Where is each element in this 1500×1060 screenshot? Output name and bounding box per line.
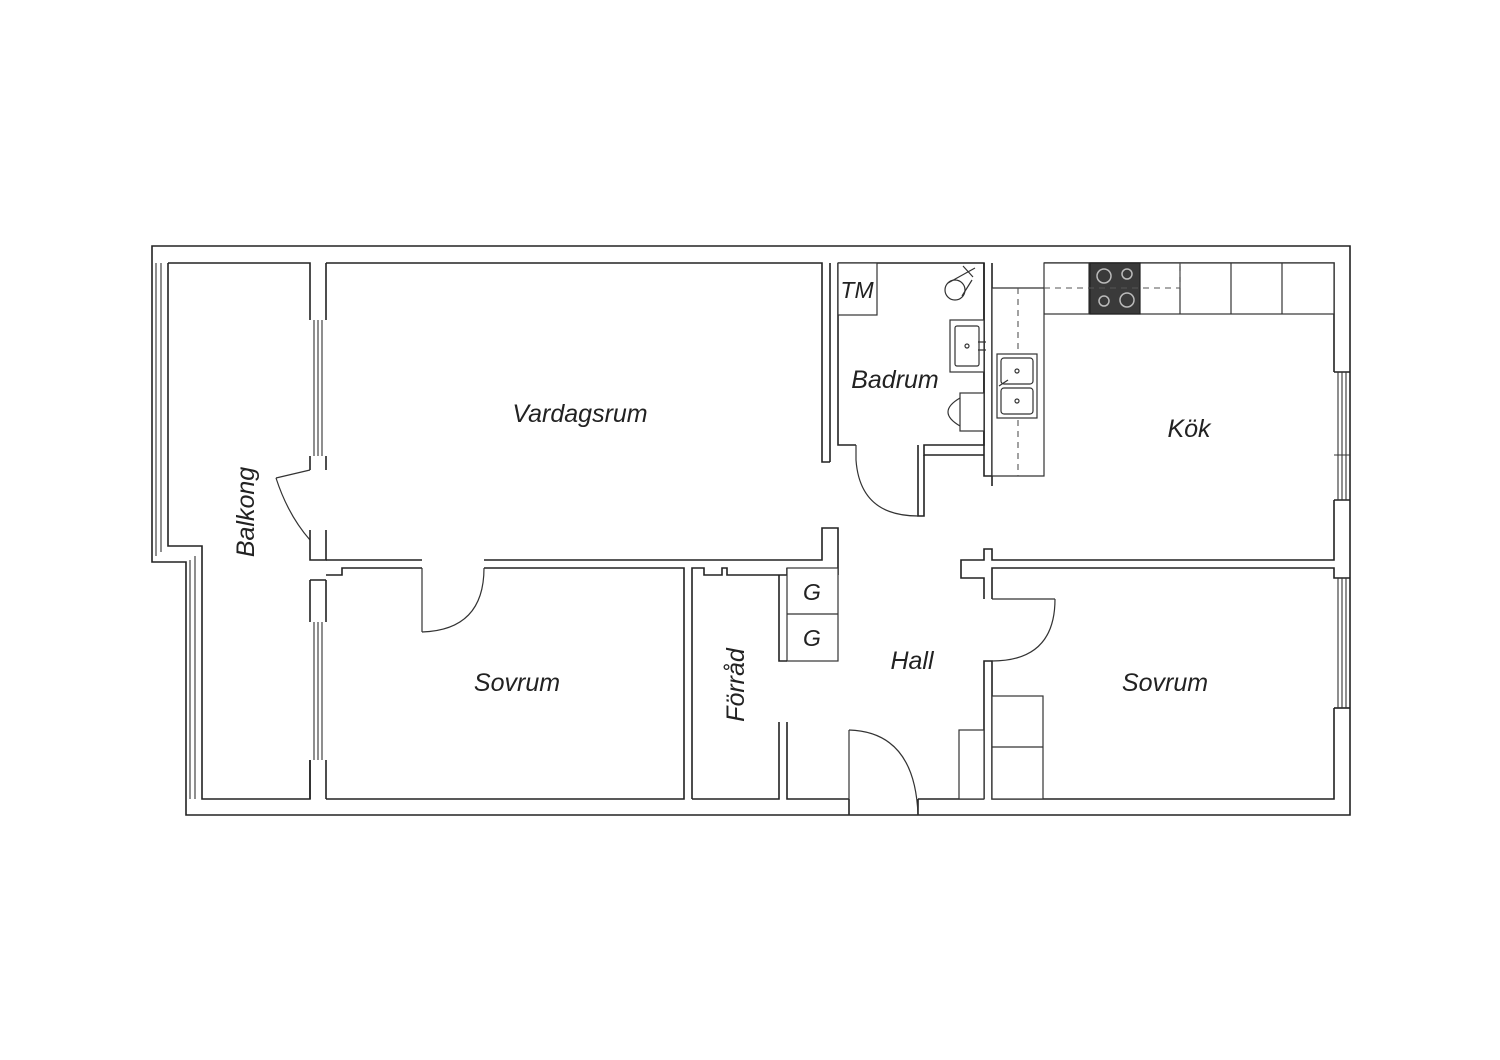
outer-walls <box>151 245 1351 816</box>
label-wardrobe-top: G <box>803 579 821 605</box>
label-badrum: Badrum <box>851 366 939 394</box>
label-vardagsrum: Vardagsrum <box>512 400 647 428</box>
label-forrad: Förråd <box>722 647 750 722</box>
fixture-labels: TM G G <box>803 277 874 651</box>
label-hall: Hall <box>890 647 935 675</box>
kitchen-fixtures <box>991 262 1335 477</box>
label-kok: Kök <box>1167 415 1212 443</box>
interior-walls <box>309 262 1350 815</box>
label-tm: TM <box>840 277 874 303</box>
label-sovrum-right: Sovrum <box>1122 669 1208 697</box>
label-balkong: Balkong <box>232 467 260 557</box>
label-sovrum-left: Sovrum <box>474 669 560 697</box>
room-labels: Balkong Vardagsrum Badrum Kök Sovrum Sov… <box>232 366 1212 722</box>
doors <box>421 445 1056 816</box>
bathroom-fixtures <box>837 262 986 432</box>
label-wardrobe-bottom: G <box>803 625 821 651</box>
bedroom-wardrobe <box>958 695 1044 800</box>
windows <box>313 320 1350 760</box>
